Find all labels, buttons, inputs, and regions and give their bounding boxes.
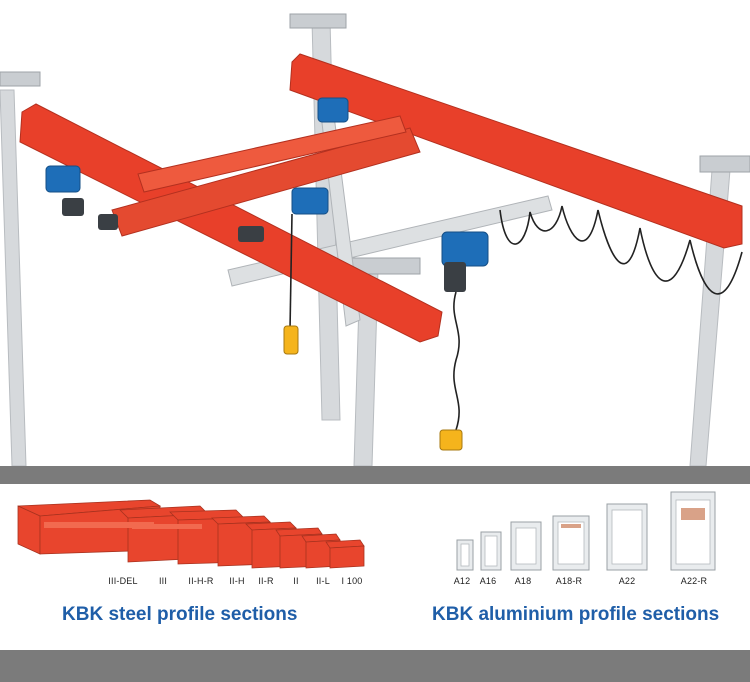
aluminium-label: A22-R — [680, 576, 708, 586]
gray-band-top — [0, 466, 750, 484]
profile-sections: III-DEL III II-H-R II-H II-R II II-L I 1… — [0, 484, 750, 650]
steel-label: II — [293, 576, 299, 586]
hoists — [45, 97, 489, 267]
aluminium-profiles-panel: A12 A16 A18 A18-R A22 A22-R KBK aluminiu… — [375, 484, 750, 650]
aluminium-caption: KBK aluminium profile sections — [432, 604, 720, 625]
steel-label: III — [158, 576, 168, 586]
pendant-controls — [283, 325, 463, 451]
aluminium-profiles-image — [456, 491, 716, 571]
gray-band-bottom — [0, 650, 750, 682]
crane-photo — [0, 13, 750, 466]
steel-beams — [19, 53, 743, 343]
steel-label: II-H-R — [188, 576, 214, 586]
steel-label: II-H — [229, 576, 245, 586]
steel-caption: KBK steel profile sections — [62, 604, 298, 625]
steel-profile-labels: III-DEL III II-H-R II-H II-R II II-L I 1… — [0, 576, 375, 588]
column-brackets — [0, 13, 750, 275]
aluminium-label: A18 — [514, 576, 532, 586]
steel-label: I 100 — [341, 576, 363, 586]
aluminium-label: A16 — [479, 576, 497, 586]
crane-illustration — [0, 13, 750, 466]
aluminium-profile-labels: A12 A16 A18 A18-R A22 A22-R — [375, 576, 750, 588]
motor-units — [62, 198, 466, 292]
steel-label: III-DEL — [108, 576, 138, 586]
aluminium-label: A12 — [453, 576, 471, 586]
aluminium-label: A22 — [618, 576, 636, 586]
steel-profiles-image — [17, 499, 365, 569]
aluminium-label: A18-R — [555, 576, 583, 586]
steel-label: II-R — [258, 576, 274, 586]
steel-label: II-L — [316, 576, 330, 586]
hoist-cables — [289, 205, 743, 431]
steel-profiles-panel: III-DEL III II-H-R II-H II-R II II-L I 1… — [0, 484, 375, 650]
